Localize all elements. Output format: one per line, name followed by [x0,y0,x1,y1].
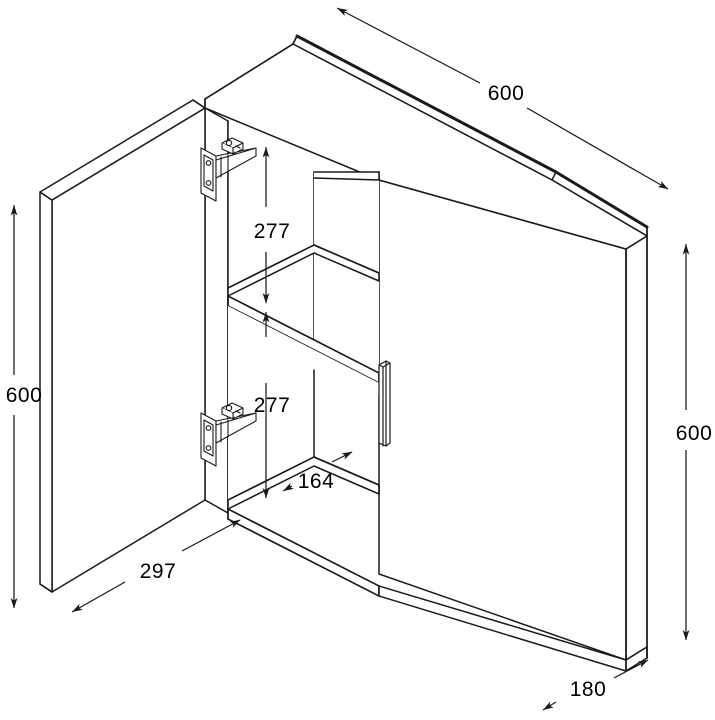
left-door-panel-open [39,99,206,593]
right-side-panel-seam [625,235,648,672]
dimension-label-shelf-depth: 164 [298,470,335,493]
cabinet-top-panel [204,34,649,250]
dimension-label-left-height: 600 [6,384,43,407]
cabinet-right-side-panel [625,235,648,661]
door-handle-bar [378,360,391,447]
right-door-panel [378,179,627,661]
dimension-door-width [71,519,241,613]
dimension-label-right-height: 600 [676,422,713,445]
hinge-upper [200,137,257,202]
dimension-top-width [336,7,669,190]
dimension-label-door-width: 297 [140,560,177,583]
dimension-label-lower-compartment: 277 [254,394,291,417]
cabinet-bottom-panel [227,456,380,597]
dimension-shelf-depth [282,451,353,492]
dimension-cabinet-depth [542,659,649,711]
dimension-label-top-width: 600 [488,82,525,105]
hinge-lower [200,402,257,467]
dimension-label-upper-compartment: 277 [254,220,291,243]
dimension-label-cabinet-depth: 180 [570,678,607,701]
center-divider-panel [313,171,380,395]
